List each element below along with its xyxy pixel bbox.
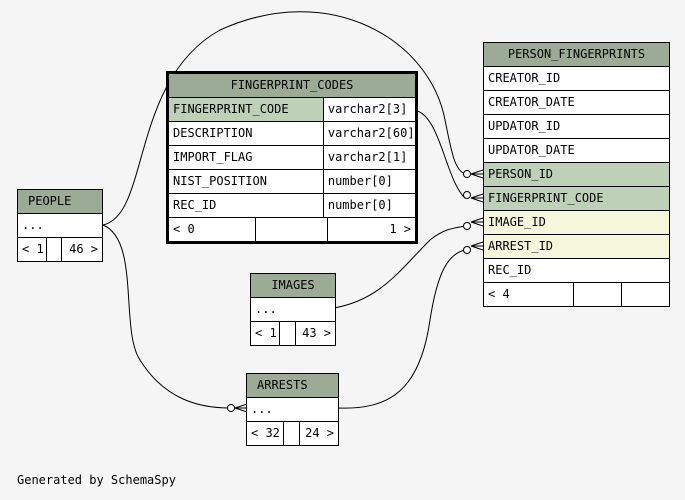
ellipsis: ... xyxy=(255,302,277,316)
column-row[interactable]: NIST_POSITION number[0] xyxy=(169,170,415,194)
column-type: varchar2[3] xyxy=(322,98,415,121)
column-row[interactable]: REC_ID xyxy=(484,259,669,283)
ellipsis: ... xyxy=(251,402,273,416)
table-title: IMAGES xyxy=(251,274,335,298)
column-row[interactable]: CREATOR_ID xyxy=(484,67,669,91)
children-count[interactable]: 43 > xyxy=(295,322,335,345)
table-footer: < 4 xyxy=(484,283,669,306)
column-type: varchar2[1] xyxy=(322,146,415,169)
children-count[interactable]: 46 > xyxy=(60,238,103,261)
column-row[interactable]: DESCRIPTION varchar2[60] xyxy=(169,122,415,146)
edge-images-person-fingerprints xyxy=(333,225,466,309)
column-name: NIST_POSITION xyxy=(173,174,267,188)
parents-count[interactable]: < 0 xyxy=(173,222,195,236)
table-fingerprint-codes[interactable]: FINGERPRINT_CODES FINGERPRINT_CODE varch… xyxy=(166,71,418,244)
table-title: PERSON_FINGERPRINTS xyxy=(484,43,669,67)
table-title: FINGERPRINT_CODES xyxy=(169,74,415,98)
collapsed-columns: ... xyxy=(18,214,102,238)
column-row[interactable]: UPDATOR_DATE xyxy=(484,139,669,163)
column-name: REC_ID xyxy=(488,263,532,277)
table-people[interactable]: PEOPLE ... < 1 46 > xyxy=(17,189,103,262)
table-title: ARRESTS xyxy=(247,374,338,398)
edge-people-person-fingerprints xyxy=(102,11,466,226)
collapsed-columns: ... xyxy=(247,398,338,422)
table-footer: < 32 24 > xyxy=(247,422,338,445)
table-arrests[interactable]: ARRESTS ... < 32 24 > xyxy=(246,373,339,446)
crowfoot-arrests xyxy=(227,403,248,413)
column-name: UPDATOR_DATE xyxy=(488,143,575,157)
edge-arrests-person-fingerprints xyxy=(337,249,466,409)
edge-people-arrests xyxy=(102,224,231,409)
column-name: FINGERPRINT_CODE xyxy=(173,102,289,116)
column-row[interactable]: PERSON_ID xyxy=(484,163,669,187)
column-name: IMPORT_FLAG xyxy=(173,150,253,164)
column-row[interactable]: FINGERPRINT_CODE xyxy=(484,187,669,211)
edge-fingerprint-codes-person-fingerprints xyxy=(411,109,466,199)
crowfoot-arrest-id xyxy=(463,241,484,254)
crowfoot-fingerprint-code xyxy=(463,191,484,203)
table-person-fingerprints[interactable]: PERSON_FINGERPRINTS CREATOR_ID CREATOR_D… xyxy=(483,42,670,307)
table-title: PEOPLE xyxy=(18,190,102,214)
table-footer: < 1 46 > xyxy=(18,238,102,261)
column-row[interactable]: FINGERPRINT_CODE varchar2[3] xyxy=(169,98,415,122)
column-row[interactable]: IMAGE_ID xyxy=(484,211,669,235)
column-type: varchar2[60] xyxy=(322,122,415,145)
children-count[interactable]: 24 > xyxy=(299,422,338,445)
column-name: IMAGE_ID xyxy=(488,215,546,229)
collapsed-columns: ... xyxy=(251,298,335,322)
column-name: CREATOR_ID xyxy=(488,71,561,85)
parents-count[interactable]: < 1 xyxy=(255,326,277,340)
column-row[interactable]: ARREST_ID xyxy=(484,235,669,259)
column-type: number[0] xyxy=(322,170,415,193)
children-count[interactable]: 1 > xyxy=(327,218,415,241)
column-row[interactable]: REC_ID number[0] xyxy=(169,194,415,218)
column-name: DESCRIPTION xyxy=(173,126,253,140)
generated-by-caption: Generated by SchemaSpy xyxy=(17,473,176,487)
crowfoot-person-id xyxy=(463,169,484,179)
column-name: ARREST_ID xyxy=(488,239,554,253)
parents-count[interactable]: < 32 xyxy=(251,426,280,440)
column-name: PERSON_ID xyxy=(488,167,554,181)
column-type: number[0] xyxy=(322,194,415,217)
column-row[interactable]: IMPORT_FLAG varchar2[1] xyxy=(169,146,415,170)
table-footer: < 1 43 > xyxy=(251,322,335,345)
parents-count[interactable]: < 4 xyxy=(488,287,510,301)
table-images[interactable]: IMAGES ... < 1 43 > xyxy=(250,273,336,346)
column-row[interactable]: UPDATOR_ID xyxy=(484,115,669,139)
ellipsis: ... xyxy=(22,218,44,232)
parents-count[interactable]: < 1 xyxy=(22,242,44,256)
column-name: CREATOR_DATE xyxy=(488,95,575,109)
column-name: UPDATOR_ID xyxy=(488,119,561,133)
crowfoot-image-id xyxy=(463,217,484,230)
column-name: REC_ID xyxy=(173,198,217,212)
column-name: FINGERPRINT_CODE xyxy=(488,191,604,205)
column-row[interactable]: CREATOR_DATE xyxy=(484,91,669,115)
table-footer: < 0 1 > xyxy=(169,218,415,241)
